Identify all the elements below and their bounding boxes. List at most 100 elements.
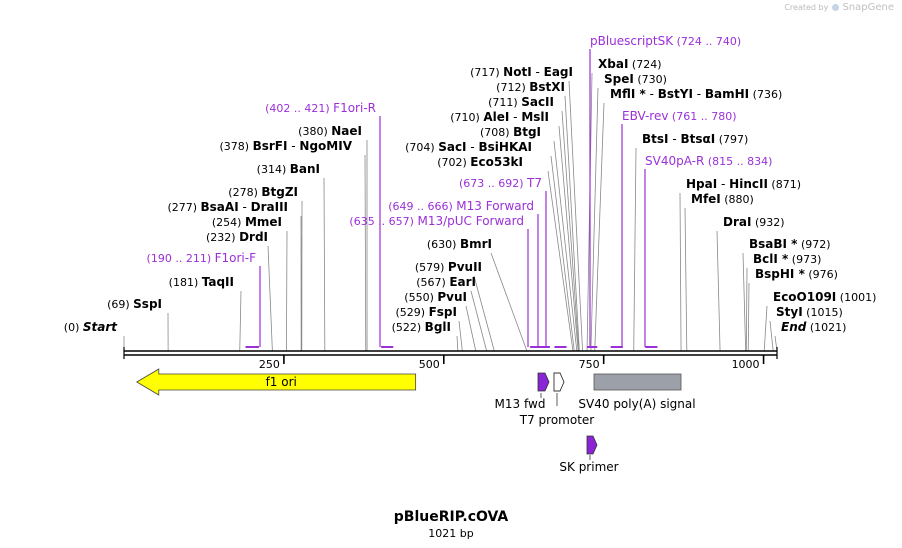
- site-taqii-label: (181) TaqII: [169, 275, 234, 289]
- site-naei-position: (380): [298, 125, 331, 138]
- site-eco53ki-position: (702): [437, 156, 470, 169]
- primer-pbluescriptsk-range: (724 .. 740): [673, 35, 741, 48]
- site-noti-separator: -: [532, 65, 544, 79]
- primer-m13-forward-range: (649 .. 666): [388, 200, 456, 213]
- primer-sv40pa-r-label: SV40pA-R (815 .. 834): [645, 154, 772, 168]
- primer-t7-label: (673 .. 692) T7: [459, 176, 542, 190]
- site-bcli-label: BclI * (973): [753, 252, 821, 266]
- site-mfli-separator: -: [693, 87, 705, 101]
- primer-sv40pa-r-name: SV40pA-R: [645, 154, 704, 168]
- site-hpai-separator: -: [717, 177, 729, 191]
- feature-m13-fwd-arrow: [537, 372, 550, 392]
- plasmid-length: 1021 bp: [428, 527, 474, 540]
- site-mfei-name: MfeI: [691, 192, 721, 206]
- site-pvuii-label: (579) PvuII: [415, 260, 482, 274]
- site-bgli-name: BglI: [425, 320, 451, 334]
- dna-backbone: [123, 347, 778, 359]
- site-bsabi-position: (972): [797, 238, 830, 251]
- site-mfei-leader: [684, 207, 688, 352]
- ruler-tick-label-1000: 1000: [732, 358, 760, 371]
- primer-marks: [245, 49, 658, 348]
- site-xbai-name: XbaI: [598, 57, 628, 71]
- site-sacii-leader: [561, 110, 580, 352]
- site-noti-name: NotI: [503, 65, 532, 79]
- feature-sk-primer-arrow: [586, 435, 598, 455]
- feature-f1-ori-label: f1 ori: [266, 375, 297, 389]
- site-taqii-position: (181): [169, 276, 202, 289]
- site-sacii-position: (711): [488, 96, 521, 109]
- site-hpai-name2: HincII: [729, 177, 768, 191]
- site-sacii-label: (711) SacII: [488, 95, 554, 109]
- feature-f1-ori-arrow: [136, 368, 417, 396]
- site-spei-name: SpeI: [604, 72, 634, 86]
- feature-sk-primer-label: SK primer: [559, 460, 618, 474]
- primer-f1ori-r-label: (402 .. 421) F1ori-R: [265, 101, 376, 115]
- site-end-label: End (1021): [781, 320, 846, 334]
- site-styi-position: (1015): [803, 306, 843, 319]
- site-alei-name2: MslI: [521, 110, 549, 124]
- plasmid-name: pBlueRIP.cOVA: [393, 509, 509, 525]
- site-sacii-name: SacII: [521, 95, 554, 109]
- site-styi-label: StyI (1015): [776, 305, 843, 319]
- site-fspi-position: (529): [396, 306, 429, 319]
- snapgene-watermark: Created by SnapGene: [784, 2, 894, 13]
- site-bsrfi-name2: NgoMIV: [299, 139, 352, 153]
- site-saci-label: (704) SacI - BsiHKAI: [405, 140, 532, 154]
- site-bsrfi-separator: -: [287, 139, 299, 153]
- site-taqii-name: TaqII: [202, 275, 234, 289]
- site-eco53ki-leader: [547, 170, 574, 352]
- site-mmei-name: MmeI: [245, 215, 282, 229]
- site-bsaai-position: (277): [167, 201, 200, 214]
- primer-m13-puc-forward-range: (635 .. 657): [349, 215, 417, 228]
- site-btsi-label: BtsI - BtsαI (797): [642, 132, 748, 146]
- site-btsi-name2: BtsαI: [680, 132, 715, 146]
- feature-sv40-poly-a-signal-box: [593, 373, 682, 391]
- site-alei-leader: [558, 125, 579, 352]
- site-bsphi-position: (976): [805, 268, 838, 281]
- site-mfli-name2: BstYI: [658, 87, 693, 101]
- site-noti-position: (717): [470, 66, 503, 79]
- site-btgi-label: (708) BtgI: [480, 125, 541, 139]
- site-bstxi-name: BstXI: [529, 80, 565, 94]
- site-bcli-position: (973): [788, 253, 821, 266]
- site-mfli-separator: -: [646, 87, 658, 101]
- site-btsi-separator: -: [669, 132, 681, 146]
- site-ecoo109i-leader: [763, 305, 768, 352]
- site-bmri-position: (630): [427, 238, 460, 251]
- site-bstxi-position: (712): [496, 81, 529, 94]
- site-drdi-position: (232): [206, 231, 239, 244]
- primer-m13-forward-name: M13 Forward: [456, 199, 534, 213]
- site-mfli-position: (736): [749, 88, 782, 101]
- primer-ebv-rev-name: EBV-rev: [622, 109, 668, 123]
- site-bstxi-label: (712) BstXI: [496, 80, 565, 94]
- site-fspi-leader: [458, 320, 463, 352]
- site-bsrfi-position: (378): [220, 140, 253, 153]
- site-bsrfi-name: BsrFI: [253, 139, 288, 153]
- snapgene-logo-icon: [831, 4, 839, 11]
- site-styi-name: StyI: [776, 305, 803, 319]
- site-noti-label: (717) NotI - EagI: [470, 65, 573, 79]
- ruler-tick-label-500: 500: [419, 358, 440, 371]
- primer-f1ori-f-range: (190 .. 211): [147, 252, 215, 265]
- primer-pbluescriptsk-name: pBluescriptSK: [590, 34, 674, 48]
- site-start-name: Start: [83, 320, 118, 334]
- site-eari-name: EarI: [449, 275, 476, 289]
- site-bsaai-separator: -: [239, 200, 251, 214]
- site-mfei-position: (880): [721, 193, 754, 206]
- primer-f1ori-f-name: F1ori-F: [215, 251, 256, 265]
- site-hpai-leader: [679, 192, 682, 352]
- site-mmei-position: (254): [212, 216, 245, 229]
- site-eari-leader: [470, 290, 488, 352]
- site-btgi-name: BtgI: [513, 125, 541, 139]
- site-pvui-name: PvuI: [437, 290, 467, 304]
- site-drai-label: DraI (932): [723, 215, 785, 229]
- site-pvui-leader: [465, 305, 477, 352]
- site-mfli-leader: [594, 102, 605, 352]
- site-hpai-label: HpaI - HincII (871): [686, 177, 801, 191]
- site-bani-leader: [323, 177, 326, 352]
- site-bgli-position: (522): [392, 321, 425, 334]
- site-ecoo109i-name: EcoO109I: [773, 290, 836, 304]
